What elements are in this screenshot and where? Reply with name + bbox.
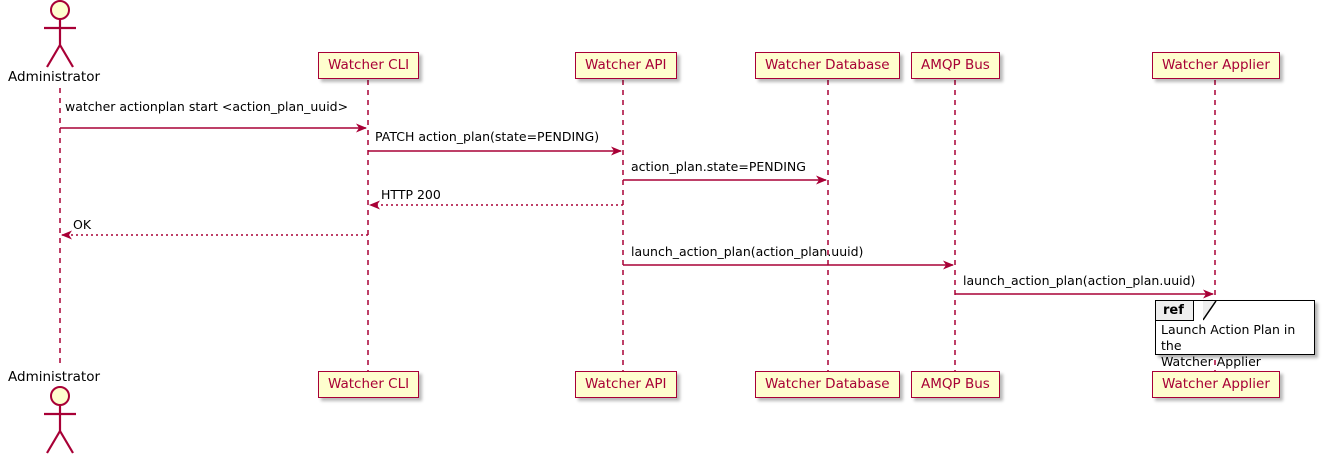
lifelines-group	[59, 80, 1216, 371]
participant-box-watcher-cli-top[interactable]: Watcher CLI	[318, 52, 420, 79]
ref-fragment-tab-label: ref	[1156, 301, 1194, 321]
ref-fragment-text: Launch Action Plan in the Watcher Applie…	[1161, 322, 1296, 369]
actor-label-administrator-bottom: Administrator	[8, 369, 101, 385]
message-label-2: PATCH action_plan(state=PENDING)	[375, 129, 600, 144]
participant-box-watcher-api-top[interactable]: Watcher API	[575, 52, 677, 79]
participant-label: Watcher Applier	[1162, 56, 1270, 73]
participant-label: AMQP Bus	[921, 375, 990, 392]
participant-box-watcher-database-bottom[interactable]: Watcher Database	[755, 371, 900, 398]
participant-label: Watcher CLI	[328, 375, 410, 392]
participant-label: Watcher API	[585, 56, 667, 73]
ref-fragment: ref Launch Action Plan in the Watcher Ap…	[1155, 300, 1315, 369]
message-label-6: launch_action_plan(action_plan.uuid)	[631, 244, 864, 259]
participant-label: Watcher API	[585, 375, 667, 392]
participant-box-watcher-applier-bottom[interactable]: Watcher Applier	[1152, 371, 1280, 398]
message-label-3: action_plan.state=PENDING	[631, 159, 806, 174]
participant-label: Watcher Database	[765, 375, 890, 392]
participant-box-watcher-api-bottom[interactable]: Watcher API	[575, 371, 677, 398]
participant-box-watcher-applier-top[interactable]: Watcher Applier	[1152, 52, 1280, 79]
actor-label-text: Administrator	[8, 369, 101, 385]
message-label-5: OK	[73, 217, 92, 232]
actor-figures-group	[44, 0, 76, 454]
participant-box-watcher-cli-bottom[interactable]: Watcher CLI	[318, 371, 420, 398]
participant-label: Watcher CLI	[328, 56, 410, 73]
participant-box-amqp-bus-bottom[interactable]: AMQP Bus	[911, 371, 1000, 398]
ref-tab-corner-icon	[1203, 301, 1217, 321]
participant-label: AMQP Bus	[921, 56, 990, 73]
participant-box-watcher-database-top[interactable]: Watcher Database	[755, 52, 900, 79]
participant-label: Watcher Applier	[1162, 375, 1270, 392]
actor-label-text: Administrator	[8, 69, 101, 85]
message-label-4: HTTP 200	[381, 187, 441, 202]
participant-label: Watcher Database	[765, 56, 890, 73]
actor-figure-administrator-bottom[interactable]	[44, 386, 76, 454]
participant-box-amqp-bus-top[interactable]: AMQP Bus	[911, 52, 1000, 79]
message-label-1: watcher actionplan start <action_plan_uu…	[65, 99, 349, 114]
actor-label-administrator-top: Administrator	[8, 69, 101, 85]
actor-figure-administrator-top[interactable]	[44, 0, 76, 68]
message-arrows-group	[60, 123, 1214, 299]
message-label-7: launch_action_plan(action_plan.uuid)	[963, 273, 1196, 288]
